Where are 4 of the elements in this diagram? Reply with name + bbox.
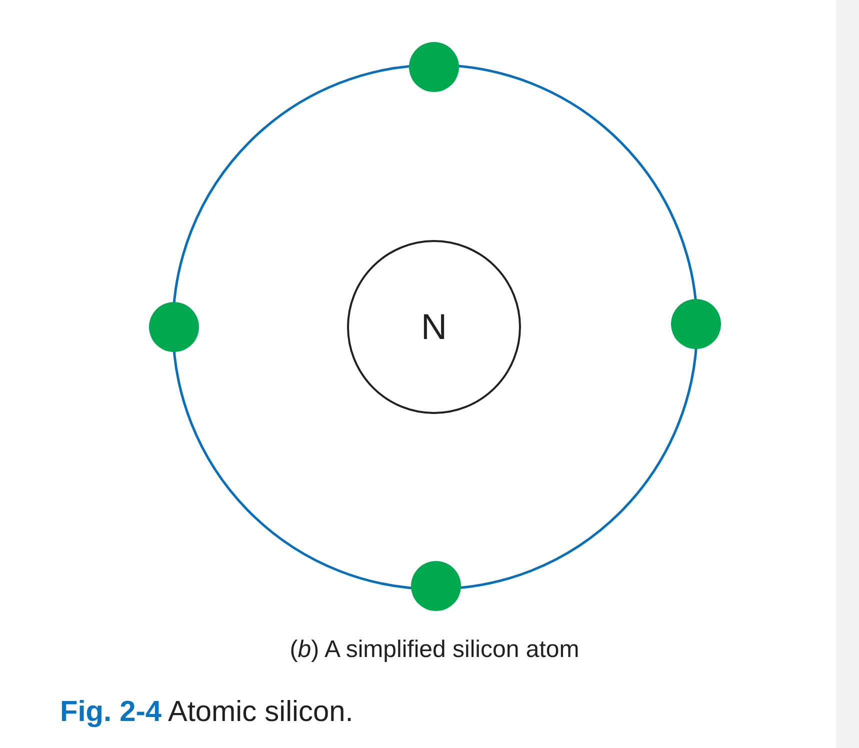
subfigure-label: (b) A simplified silicon atom [288, 636, 580, 664]
figure-caption: Fig. 2-4 Atomic silicon. [60, 696, 354, 729]
nucleus-label: N [421, 306, 447, 348]
nucleus-circle [347, 240, 521, 414]
